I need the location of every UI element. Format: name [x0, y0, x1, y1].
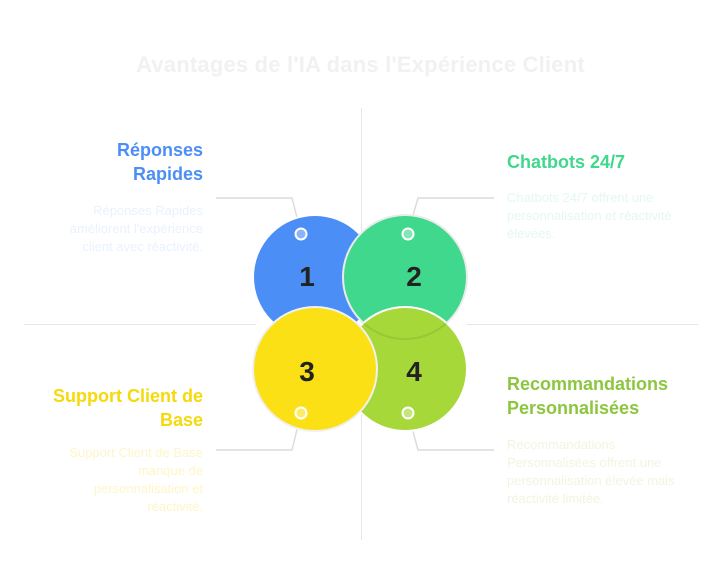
connector-dot-4: [401, 406, 415, 420]
heading-3: Support Client de Base: [53, 386, 203, 430]
connector-dot-3: [294, 406, 308, 420]
connector-dot-2: [401, 227, 415, 241]
horizontal-axis-line-right: [466, 324, 698, 325]
horizontal-axis-line-left: [24, 324, 256, 325]
number-1: 1: [299, 261, 315, 292]
heading-4: Recommandations Personnalisées: [507, 374, 669, 418]
description-3: Support Client de Base manque de personn…: [69, 445, 203, 514]
heading-1: Réponses Rapides: [116, 140, 203, 184]
description-2: Chatbots 24/7 offrent une personnalisati…: [507, 190, 672, 241]
number-3: 3: [299, 356, 315, 387]
description-4: Recommandations Personnalisées offrent u…: [507, 437, 675, 506]
number-2: 2: [406, 261, 422, 292]
number-4: 4: [406, 356, 422, 387]
circle-3: [252, 306, 378, 432]
heading-2: Chatbots 24/7: [507, 152, 626, 172]
diagram-title: Avantages de l'IA dans l'Expérience Clie…: [136, 52, 585, 77]
description-1: Réponses Rapides améliorent l'expérience…: [69, 203, 203, 254]
connector-dot-1: [294, 227, 308, 241]
